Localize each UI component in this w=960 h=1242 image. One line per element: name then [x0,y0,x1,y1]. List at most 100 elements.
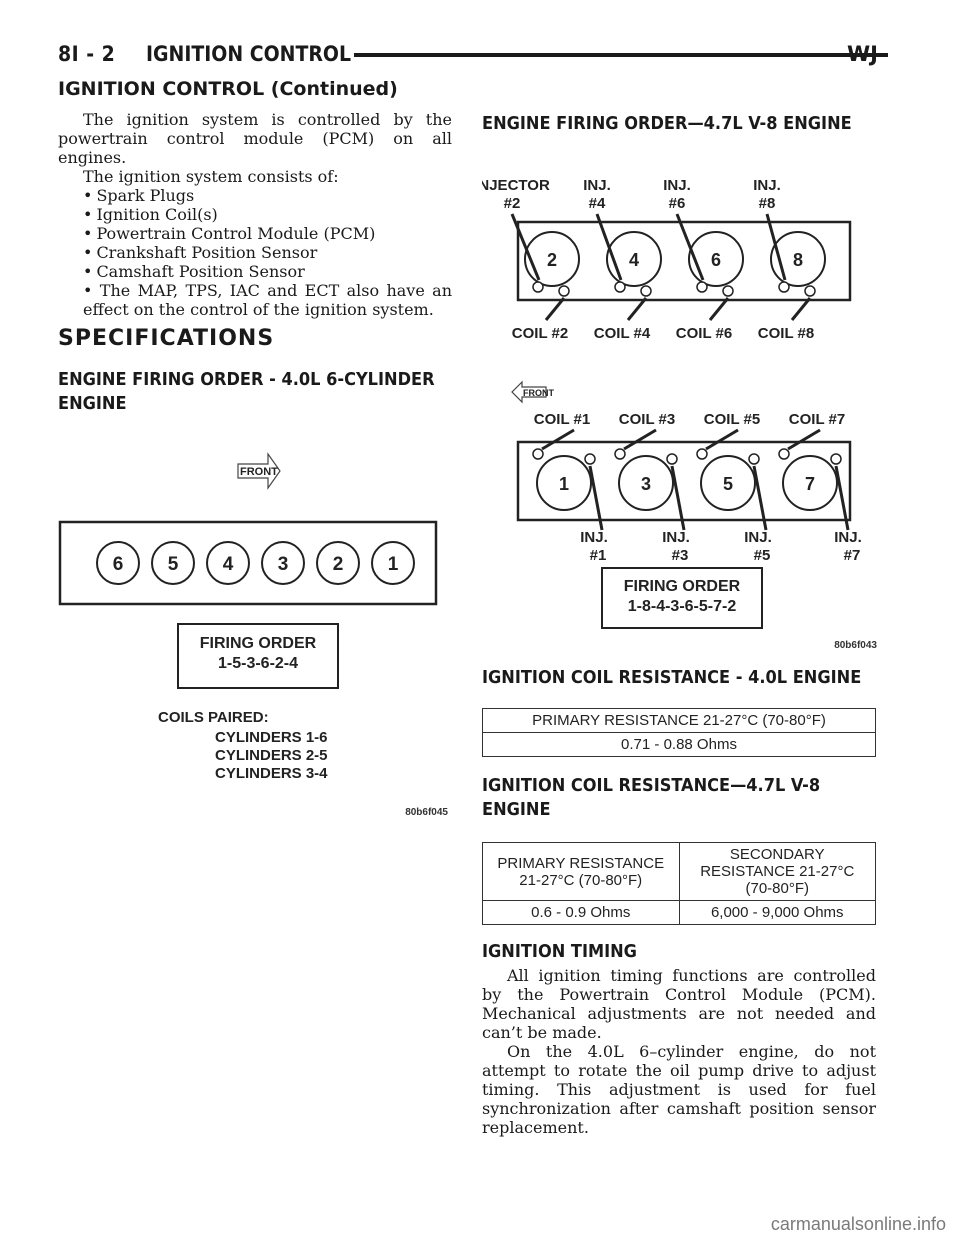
cylinder-number: 6 [711,250,721,270]
injector-label: INJ. [834,529,862,546]
injector-number: #2 [504,195,521,212]
coil-port [696,448,708,460]
front-label: FRONT [240,466,278,478]
coil-port [532,448,544,460]
leader-line [675,213,705,281]
injector-port [614,281,626,293]
injector-label: INJ. [753,177,781,194]
cylinder [151,541,195,585]
injector-number: #5 [754,547,771,564]
intro-paragraph: The ignition system is controlled by the… [58,110,452,167]
coil-label: COIL #6 [676,325,732,342]
model-code: WJ [847,42,878,66]
front-label: FRONT [523,388,554,398]
injector-number: #7 [844,547,861,564]
list-item: Crankshaft Position Sensor [83,243,452,262]
cylinder-number: 3 [641,474,651,494]
cylinder [618,455,674,511]
injector-number: #4 [589,195,606,212]
continued-heading: IGNITION CONTROL (Continued) [58,78,398,100]
cylinder [206,541,250,585]
header-line: 21-27°C (70-80°F) [519,871,643,889]
coils-paired-item: CYLINDERS 1-6 [215,729,328,746]
header-rule [354,53,888,57]
leader-line [626,297,648,321]
figure-code: 80b6f043 [834,640,877,651]
header-line: PRIMARY RESISTANCE [497,854,665,872]
header-line: SECONDARY [729,846,825,863]
coil-label: COIL #2 [512,325,568,342]
intro-text: The ignition system is controlled by the… [58,110,452,319]
injector-label: INJ. [663,177,691,194]
cylinder-number: 7 [805,474,815,494]
cylinder [606,231,662,287]
timing-paragraph: All ignition timing functions are contro… [482,966,876,1042]
specifications-heading: SPECIFICATIONS [58,326,275,351]
injector-number: #8 [759,195,776,212]
injector-label: INJ. [662,529,690,546]
cylinder [316,541,360,585]
cylinder-number: 8 [793,250,803,270]
section-title: IGNITION CONTROL [146,42,351,66]
firing-order-47-heading: ENGINE FIRING ORDER—4.7L V-8 ENGINE [482,113,852,134]
coil-label: COIL #4 [594,325,651,342]
leader-line [708,297,730,321]
engine-bank-bottom [516,440,852,522]
figure-code: 80b6f045 [405,807,448,818]
injector-port [666,453,678,465]
firing-order-value: 1-5-3-6-2-4 [218,655,298,672]
page-header: 8I - 2 IGNITION CONTROL WJ [58,42,888,72]
page-number: 8I - 2 [58,42,116,66]
coil-label: COIL #1 [534,411,590,428]
component-list: Spark Plugs Ignition Coil(s) Powertrain … [58,186,452,281]
injector-port [748,453,760,465]
front-arrow-icon: FRONT [511,380,554,404]
leader-line [670,465,686,531]
injector-port [532,281,544,293]
coils-paired-label: COILS PAIRED: [158,709,269,726]
leader-line [541,428,575,451]
leader-line [623,428,657,451]
ignition-timing-heading: IGNITION TIMING [482,941,637,962]
list-item: Powertrain Control Module (PCM) [83,224,452,243]
cylinder-number: 2 [333,554,344,575]
engine-bank-top [516,220,852,302]
list-item: Ignition Coil(s) [83,205,452,224]
cylinder-number: 1 [388,554,399,575]
leader-line [752,465,768,531]
front-arrow-icon: FRONT [237,452,281,490]
injector-port [830,453,842,465]
header-line: RESISTANCE 21-27°C [700,863,855,880]
cylinder [96,541,140,585]
coil-port [558,285,570,297]
intro-list-lead: The ignition system consists of: [83,167,339,186]
list-item-last: • The MAP, TPS, IAC and ECT also have an… [83,281,452,319]
leader-line [834,465,850,531]
cylinder [688,231,744,287]
list-item: Camshaft Position Sensor [83,262,452,281]
coil-port [614,448,626,460]
table-header-cell: SECONDARY RESISTANCE 21-27°C (70-80°F) [678,842,876,901]
table-cell: 6,000 - 9,000 Ohms [678,900,876,925]
coil-label: COIL #8 [758,325,814,342]
cylinder-number: 5 [168,554,179,575]
list-item: Spark Plugs [83,186,452,205]
coil-resistance-47-table: PRIMARY RESISTANCE 21-27°C (70-80°F) SEC… [482,842,876,925]
cylinder [371,541,415,585]
cylinder [524,231,580,287]
coil-resistance-47-heading: IGNITION COIL RESISTANCE—4.7L V-8 ENGINE [482,775,821,820]
cylinder [700,455,756,511]
cylinder [261,541,305,585]
injector-port [696,281,708,293]
table-header-cell: PRIMARY RESISTANCE 21-27°C (70-80°F) [482,842,680,901]
cylinder-number: 6 [113,554,124,575]
cylinder-number: 3 [278,554,289,575]
coil-port [804,285,816,297]
cylinder-number: 2 [547,250,557,270]
cylinder-number: 4 [223,554,234,575]
table-cell: 0.71 - 0.88 Ohms [482,732,876,757]
coil-resistance-40-heading: IGNITION COIL RESISTANCE - 4.0L ENGINE [482,667,862,688]
firing-order-box [601,567,763,629]
